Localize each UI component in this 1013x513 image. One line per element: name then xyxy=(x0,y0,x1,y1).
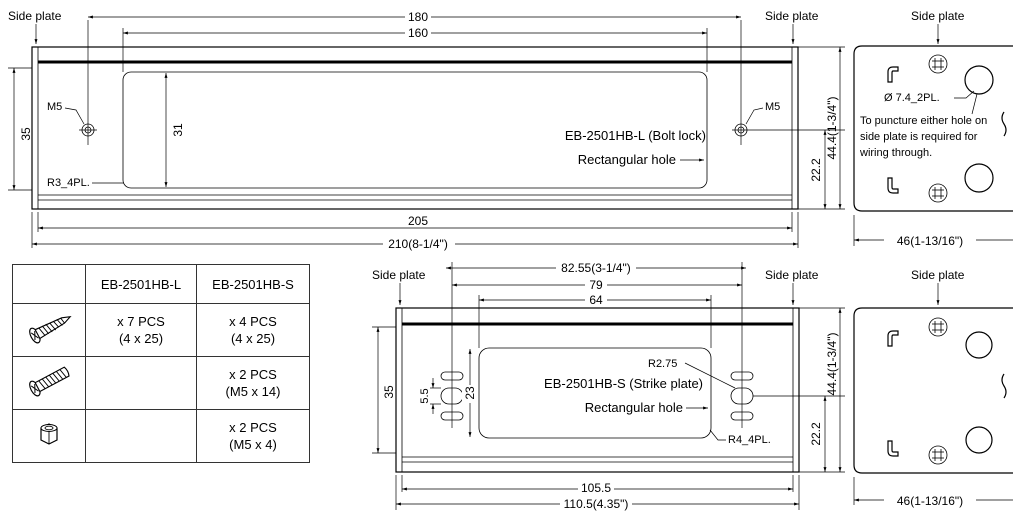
side-screw-bottom-b xyxy=(928,445,948,465)
side-screw-bottom xyxy=(928,183,948,203)
dim-82-55: 82.55(3-1/4") xyxy=(561,261,631,275)
dim-64: 64 xyxy=(589,293,603,307)
side-screw-top xyxy=(928,54,948,74)
dim-205: 205 xyxy=(408,214,428,228)
table-header-row: EB-2501HB-L EB-2501HB-S xyxy=(12,264,310,304)
side-plate-label-side-top: Side plate xyxy=(911,9,965,23)
bolt-lock-nut-qty xyxy=(85,409,197,463)
m5-label-left: M5 xyxy=(47,101,62,113)
table-header-bolt-lock: EB-2501HB-L xyxy=(85,264,197,304)
accessories-table: EB-2501HB-L EB-2501HB-S x 7 PCS(4 x 25) … xyxy=(12,264,310,463)
strike-machine-screw-qty: x 2 PCS(M5 x 14) xyxy=(196,356,310,410)
side-plate-label-bottom-right: Side plate xyxy=(765,268,819,282)
note-line-1: To puncture either hole on xyxy=(860,115,987,127)
r2-75-label: R2.75 xyxy=(648,358,677,370)
table-header-blank xyxy=(12,264,86,304)
dim-210: 210(8-1/4") xyxy=(388,237,448,251)
dim-22-2-top: 22.2 xyxy=(809,158,823,182)
strike-plate-outline xyxy=(395,307,800,473)
dim-5-5: 5.5 xyxy=(419,388,431,403)
side-plate-label-side-bottom: Side plate xyxy=(911,268,965,282)
dim-105-5: 105.5 xyxy=(581,481,611,495)
table-row: x 7 PCS(4 x 25) x 4 PCS(4 x 25) xyxy=(12,303,310,357)
side-plate-outline-bottom xyxy=(853,307,1013,474)
side-plate-outline-top xyxy=(853,45,1013,212)
strike-side-view: Side plate 46(1-13/16") xyxy=(853,268,1013,508)
dim-44-4-bottom: 44.4(1-3/4") xyxy=(825,333,839,396)
side-plate-label-top-left: Side plate xyxy=(8,9,62,23)
strike-rect-hole-label: Rectangular hole xyxy=(585,400,683,415)
side-plate-label-bottom-left: Side plate xyxy=(372,268,426,282)
side-screw-top-b xyxy=(928,317,948,337)
wiring-hole-bottom xyxy=(964,163,994,193)
r3-4pl-label: R3_4PL. xyxy=(47,177,90,189)
wiring-hole-top-b xyxy=(965,331,993,359)
dim-180: 180 xyxy=(408,10,428,24)
side-plate-label-top-right: Side plate xyxy=(765,9,819,23)
bolt-lock-model-label: EB-2501HB-L (Bolt lock) xyxy=(565,128,706,143)
dim-35-top: 35 xyxy=(19,127,33,141)
strike-nut-qty: x 2 PCS(M5 x 4) xyxy=(196,409,310,463)
strike-plate-front-view: Side plate Side plate 82.55(3-1/4") xyxy=(372,261,845,511)
dim-35-bottom: 35 xyxy=(382,385,396,399)
r4-4pl-label: R4_4PL. xyxy=(728,434,771,446)
bolt-lock-screw-qty: x 7 PCS(4 x 25) xyxy=(85,303,197,357)
hex-nut-icon xyxy=(12,409,86,463)
dim-46-bottom: 46(1-13/16") xyxy=(897,494,963,508)
bolt-lock-rect-hole-label: Rectangular hole xyxy=(578,152,676,167)
self-tapping-screw-icon xyxy=(12,303,86,357)
hole-diameter-label: Ø 7.4_2PL. xyxy=(884,92,940,104)
wiring-hole-top xyxy=(964,65,994,95)
bolt-lock-rectangular-hole xyxy=(122,71,708,189)
note-line-2: side plate is required for xyxy=(860,131,978,143)
slot-left xyxy=(440,262,464,428)
bolt-lock-side-view: Side plate Ø 7.4_2PL. To puncture either… xyxy=(853,9,1013,248)
strike-screw-qty: x 4 PCS(4 x 25) xyxy=(196,303,310,357)
slot-right xyxy=(730,262,754,428)
strike-rectangular-hole xyxy=(478,347,712,439)
side-plate-tab-bottom xyxy=(1001,373,1007,399)
bolt-lock-front-view: Side plate Side plate M5 M5 xyxy=(8,9,845,251)
strike-model-label: EB-2501HB-S (Strike plate) xyxy=(544,376,703,391)
table-row: x 2 PCS(M5 x 4) xyxy=(12,409,310,463)
side-plate-tab-top xyxy=(1001,111,1007,137)
table-row: x 2 PCS(M5 x 14) xyxy=(12,356,310,410)
m5-hole-left xyxy=(79,20,97,145)
dim-79: 79 xyxy=(589,278,603,292)
bolt-lock-plate-outline xyxy=(31,46,799,210)
m5-label-right: M5 xyxy=(765,101,780,113)
dim-31: 31 xyxy=(171,123,185,137)
dim-160: 160 xyxy=(408,26,428,40)
bolt-lock-machine-screw-qty xyxy=(85,356,197,410)
wiring-hole-bottom-b xyxy=(965,426,993,454)
dim-23: 23 xyxy=(463,386,477,400)
dim-44-4-top: 44.4(1-3/4") xyxy=(825,97,839,160)
dim-110-5: 110.5(4.35") xyxy=(564,497,629,511)
table-header-strike: EB-2501HB-S xyxy=(196,264,310,304)
note-line-3: wiring through. xyxy=(859,147,932,159)
dim-22-2-bottom: 22.2 xyxy=(809,422,823,446)
machine-screw-icon xyxy=(12,356,86,410)
dim-46-top: 46(1-13/16") xyxy=(897,234,963,248)
